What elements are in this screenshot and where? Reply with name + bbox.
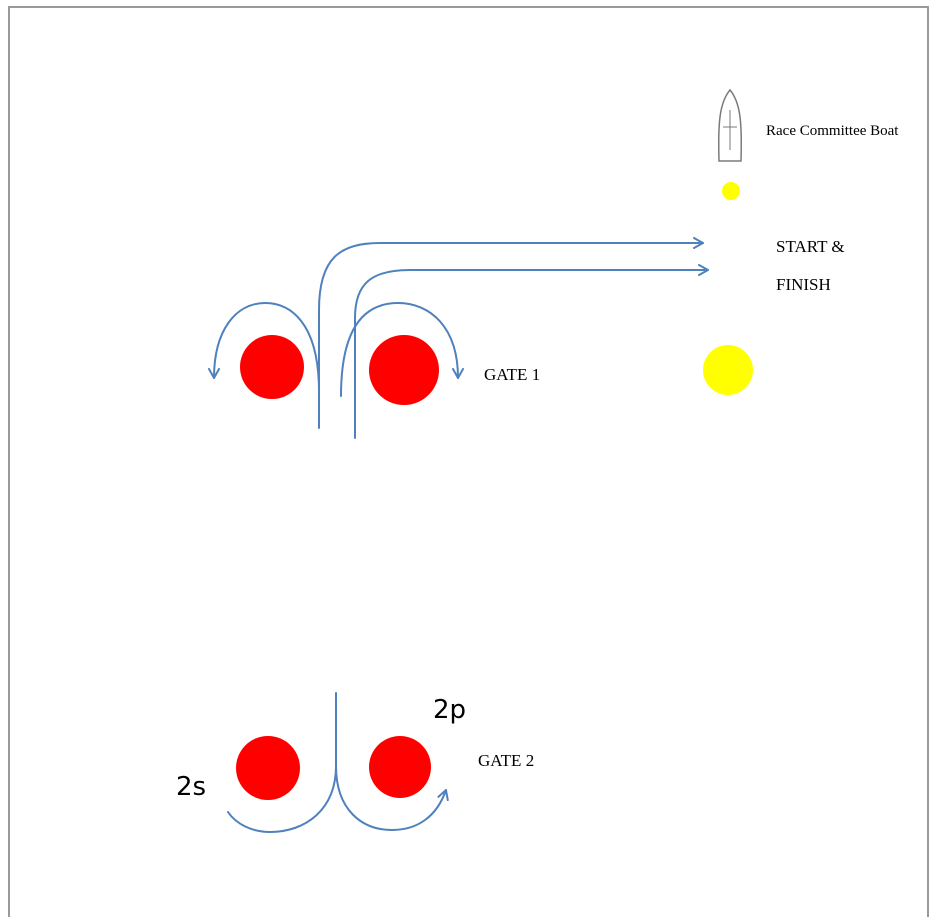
gate2-left-mark xyxy=(236,736,300,800)
route-gate1-right-rounding xyxy=(340,302,464,397)
start-finish-label-line1: START & xyxy=(776,237,845,256)
route-gate2-port-rounding xyxy=(335,765,449,831)
gate1-left-mark xyxy=(240,335,304,399)
gate1-right-mark xyxy=(369,335,439,405)
route-gate1-left-rounding xyxy=(208,302,320,393)
committee-boat-label: Race Committee Boat xyxy=(766,123,899,139)
gate2-right-mark xyxy=(369,736,431,798)
gate2-port-label: 2p xyxy=(433,695,466,725)
route-gate2-starboard-rounding xyxy=(227,765,337,833)
start-finish-label-line2: FINISH xyxy=(776,275,831,294)
gate2-label: GATE 2 xyxy=(478,751,534,770)
start-pin-mark xyxy=(722,182,740,200)
gate2-starboard-label: 2s xyxy=(176,772,206,802)
route-start-to-gate1 xyxy=(318,237,704,429)
gate1-label: GATE 1 xyxy=(484,365,540,384)
route-gate1-to-finish xyxy=(354,264,709,439)
start-finish-mark xyxy=(703,345,753,395)
committee-boat-icon xyxy=(717,88,743,162)
diagram-frame xyxy=(8,6,929,917)
